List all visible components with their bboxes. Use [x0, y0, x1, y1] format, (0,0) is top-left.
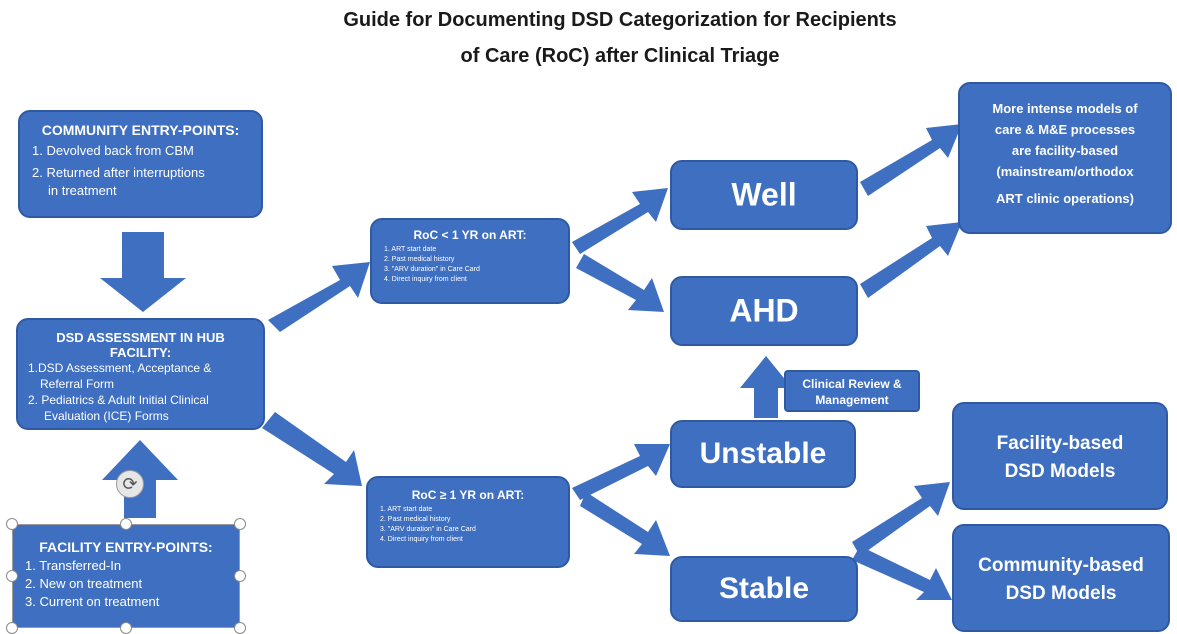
facility-based-models-box: Facility-based DSD Models — [952, 402, 1168, 510]
roc-ge-item: 1. ART start date — [380, 506, 433, 513]
arrow-roc-lt-to-ahd — [576, 254, 664, 312]
diagram-title-line-1: Guide for Documenting DSD Categorization… — [343, 9, 897, 31]
resize-handle[interactable] — [234, 518, 246, 530]
resize-handle[interactable] — [6, 622, 18, 634]
diagram-title-line-2: of Care (RoC) after Clinical Triage — [460, 45, 780, 67]
clinical-review-box: Clinical Review & Management — [784, 370, 920, 412]
roc-ge-header: RoC ≥ 1 YR on ART: — [411, 488, 525, 502]
resize-handle[interactable] — [234, 570, 246, 582]
dsd-assessment-item: 2. Pediatrics & Adult Initial Clinical — [28, 393, 209, 407]
clinical-review-line: Clinical Review & — [802, 377, 902, 391]
roc-at-least-1-yr-box: RoC ≥ 1 YR on ART: 1. ART start date 2. … — [366, 476, 570, 568]
roc-lt-item: 3. "ARV duration" in Care Card — [384, 266, 480, 273]
facility-entry-item: 3. Current on treatment — [25, 594, 160, 609]
intense-models-line: are facility-based — [1011, 143, 1119, 158]
intense-models-box: More intense models of care & M&E proces… — [958, 82, 1172, 234]
facility-models-line: Facility-based — [996, 433, 1124, 454]
community-based-models-box: Community-based DSD Models — [952, 524, 1170, 632]
facility-entry-points-header: FACILITY ENTRY-POINTS: — [39, 539, 213, 555]
intense-models-line: More intense models of — [992, 101, 1138, 116]
facility-entry-item: 2. New on treatment — [25, 576, 143, 591]
community-entry-points-header: COMMUNITY ENTRY-POINTS: — [41, 122, 240, 138]
facility-entry-points-box[interactable]: FACILITY ENTRY-POINTS: 1. Transferred-In… — [12, 524, 240, 628]
arrow-well-to-intense — [860, 124, 962, 196]
roc-lt-item: 4. Direct inquiry from client — [384, 276, 467, 283]
roc-less-than-1-yr-box: RoC < 1 YR on ART: 1. ART start date 2. … — [370, 218, 570, 304]
roc-ge-item: 4. Direct inquiry from client — [380, 536, 463, 543]
arrow-unstable-to-ahd — [740, 356, 792, 418]
dsd-assessment-box: DSD ASSESSMENT IN HUB FACILITY: 1.DSD As… — [16, 318, 265, 430]
facility-models-line: DSD Models — [1004, 461, 1116, 482]
well-label: Well — [731, 176, 797, 213]
community-entry-item: 1. Devolved back from CBM — [32, 143, 194, 158]
arrow-roc-ge-to-stable — [580, 492, 670, 556]
rotate-icon[interactable]: ⟳ — [116, 470, 144, 498]
unstable-label: Unstable — [699, 437, 827, 470]
unstable-box: Unstable — [670, 420, 856, 488]
community-models-line: DSD Models — [1005, 583, 1117, 604]
facility-entry-item: 1. Transferred-In — [25, 558, 122, 573]
roc-lt-header: RoC < 1 YR on ART: — [413, 228, 527, 242]
community-entry-points-box: COMMUNITY ENTRY-POINTS: 1. Devolved back… — [18, 110, 263, 218]
dsd-assessment-item: 1.DSD Assessment, Acceptance & — [28, 361, 212, 375]
ahd-box: AHD — [670, 276, 858, 346]
resize-handle[interactable] — [234, 622, 246, 634]
arrow-roc-ge-to-unstable — [572, 444, 670, 500]
clinical-review-line: Management — [815, 393, 889, 407]
arrow-community-to-assessment — [100, 232, 186, 312]
stable-label: Stable — [718, 572, 810, 605]
intense-models-line: care & M&E processes — [994, 122, 1136, 137]
ahd-label: AHD — [729, 292, 799, 329]
intense-models-line: (mainstream/orthodox — [996, 164, 1134, 179]
roc-lt-item: 1. ART start date — [384, 246, 437, 253]
arrow-ahd-to-intense — [860, 222, 962, 298]
resize-handle[interactable] — [120, 518, 132, 530]
roc-lt-item: 2. Past medical history — [384, 256, 455, 263]
community-models-line: Community-based — [978, 555, 1144, 576]
arrow-stable-to-facility-models — [852, 482, 950, 556]
dsd-assessment-item: Referral Form — [40, 377, 115, 391]
community-entry-item: in treatment — [48, 183, 117, 198]
resize-handle[interactable] — [120, 622, 132, 634]
roc-ge-item: 3. "ARV duration" in Care Card — [380, 526, 476, 533]
dsd-assessment-header: DSD ASSESSMENT IN HUB FACILITY: — [56, 330, 225, 360]
intense-models-line: ART clinic operations) — [996, 191, 1134, 206]
roc-ge-item: 2. Past medical history — [380, 516, 451, 523]
well-box: Well — [670, 160, 858, 230]
resize-handle[interactable] — [6, 518, 18, 530]
arrow-stable-to-community-models — [852, 546, 952, 600]
dsd-assessment-item: Evaluation (ICE) Forms — [44, 409, 169, 423]
arrow-assessment-to-roc-ge — [262, 412, 362, 486]
stable-box: Stable — [670, 556, 858, 622]
community-entry-item: 2. Returned after interruptions — [32, 165, 205, 180]
resize-handle[interactable] — [6, 570, 18, 582]
arrow-roc-lt-to-well — [572, 188, 668, 254]
arrow-assessment-to-roc-lt — [268, 262, 370, 332]
